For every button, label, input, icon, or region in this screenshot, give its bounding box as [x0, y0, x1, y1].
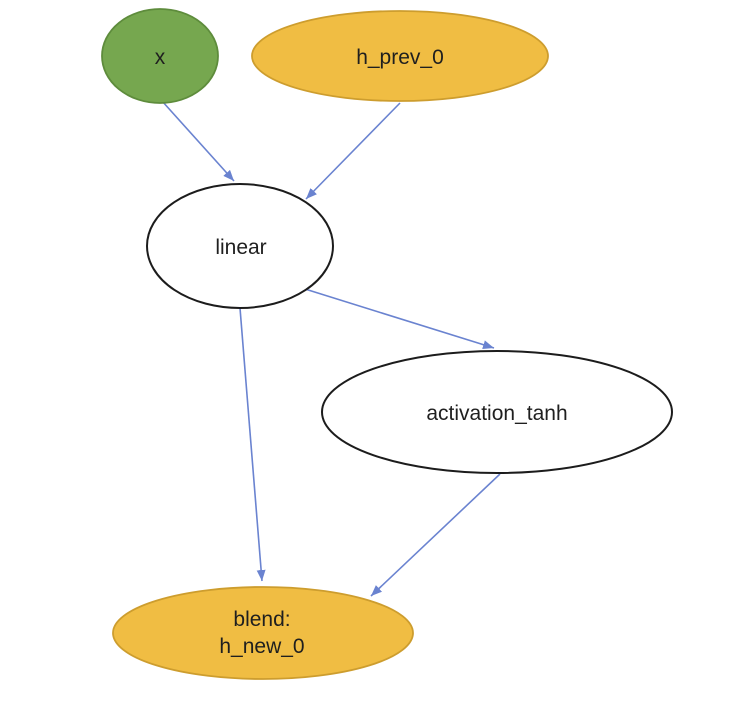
edge-x-to-linear — [161, 100, 235, 182]
node-linear: linear — [146, 183, 334, 309]
node-h-prev-0: h_prev_0 — [251, 10, 549, 102]
edge-linear-to-blend-h-new-0 — [239, 307, 266, 582]
edges-layer — [161, 100, 501, 597]
node-h-prev-0-shape — [251, 10, 549, 102]
edge-linear-to-activation-tanh — [304, 288, 495, 350]
node-activation-tanh-label: activation_tanh — [426, 402, 567, 425]
node-activation-tanh-shape — [321, 350, 673, 474]
node-linear-label: linear — [215, 236, 266, 259]
edge-h-prev-0-to-linear — [305, 102, 401, 200]
node-linear-shape — [146, 183, 334, 309]
node-blend-h-new-0-label-line2: h_new_0 — [219, 635, 304, 658]
node-blend-h-new-0-shape — [112, 586, 414, 680]
node-activation-tanh: activation_tanh — [321, 350, 673, 474]
node-x-shape — [101, 8, 219, 104]
node-h-prev-0-label: h_prev_0 — [356, 46, 444, 69]
node-x-label: x — [155, 46, 166, 69]
node-blend-h-new-0: blend: h_new_0 — [112, 586, 414, 680]
node-blend-h-new-0-label-line1: blend: — [233, 608, 290, 631]
edge-activation-tanh-to-blend-h-new-0 — [370, 473, 501, 597]
node-x: x — [101, 8, 219, 104]
